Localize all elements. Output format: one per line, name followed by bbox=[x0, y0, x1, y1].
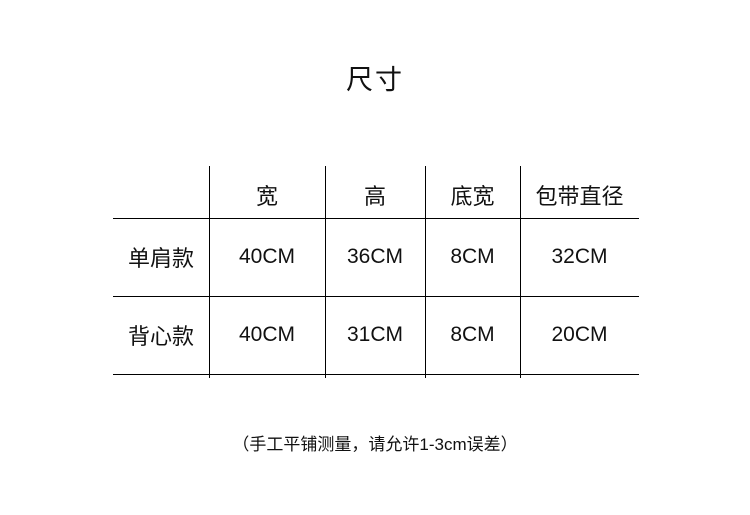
table-cell-vest-height: 31CM bbox=[346, 323, 404, 346]
table-cell-vest-width: 40CM bbox=[238, 323, 296, 346]
table-cell-shoulder-base-width: 8CM bbox=[450, 245, 495, 268]
table-rule-horizontal-2 bbox=[113, 296, 639, 297]
table-rule-horizontal-3 bbox=[113, 374, 639, 375]
table-rule-vertical-3 bbox=[425, 166, 426, 378]
table-header-strap-diameter: 包带直径 bbox=[535, 184, 624, 209]
table-header-width: 宽 bbox=[255, 184, 278, 209]
size-table: 宽 高 底宽 包带直径 单肩款 40CM 36CM 8CM 32CM 背心款 4… bbox=[113, 166, 639, 378]
table-cell-shoulder-width: 40CM bbox=[238, 245, 296, 268]
table-rule-vertical-4 bbox=[520, 166, 521, 378]
table-rule-horizontal-1 bbox=[113, 218, 639, 219]
table-header-base-width: 底宽 bbox=[450, 184, 495, 209]
table-cell-shoulder-height: 36CM bbox=[346, 245, 404, 268]
table-row-label-vest: 背心款 bbox=[127, 324, 194, 349]
table-cell-shoulder-strap-diameter: 32CM bbox=[551, 245, 608, 268]
table-cell-vest-strap-diameter: 20CM bbox=[551, 323, 608, 346]
measurement-footnote: （手工平铺测量，请允许1-3cm误差） bbox=[232, 435, 518, 454]
table-rule-vertical-2 bbox=[325, 166, 326, 378]
table-cell-vest-base-width: 8CM bbox=[450, 323, 495, 346]
table-header-corner bbox=[113, 172, 209, 218]
table-rule-vertical-1 bbox=[209, 166, 210, 378]
table-row-label-shoulder: 单肩款 bbox=[127, 246, 194, 271]
table-header-height: 高 bbox=[363, 184, 386, 209]
page-title: 尺寸 bbox=[346, 65, 404, 95]
